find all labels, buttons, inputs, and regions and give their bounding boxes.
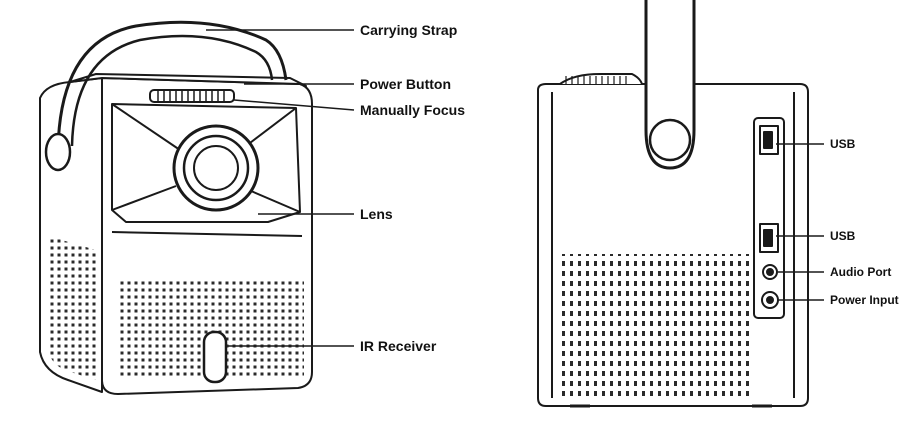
- focus-wheel: [149, 89, 235, 103]
- back-speaker-grille: [560, 254, 752, 400]
- label-lens: Lens: [360, 206, 393, 222]
- label-power-input: Power Input: [830, 293, 899, 307]
- front-projector: [39, 20, 313, 395]
- carrying-strap: [56, 20, 288, 151]
- label-ir-receiver: IR Receiver: [360, 338, 437, 354]
- label-usb-top: USB: [830, 137, 856, 151]
- label-carrying-strap: Carrying Strap: [360, 22, 458, 38]
- lens-inner: [193, 145, 239, 191]
- back-projector: [537, 0, 809, 408]
- front-callouts: [206, 29, 355, 347]
- label-manual-focus: Manually Focus: [360, 102, 466, 118]
- label-usb-bottom: USB: [830, 229, 856, 243]
- back-callouts: [776, 143, 824, 301]
- strap-hinge: [44, 132, 72, 172]
- label-audio-port: Audio Port: [830, 265, 892, 279]
- front-top: [69, 73, 307, 87]
- back-strap-hinge: [648, 118, 692, 162]
- label-power-button: Power Button: [360, 76, 451, 92]
- ir-receiver-window: [202, 330, 228, 384]
